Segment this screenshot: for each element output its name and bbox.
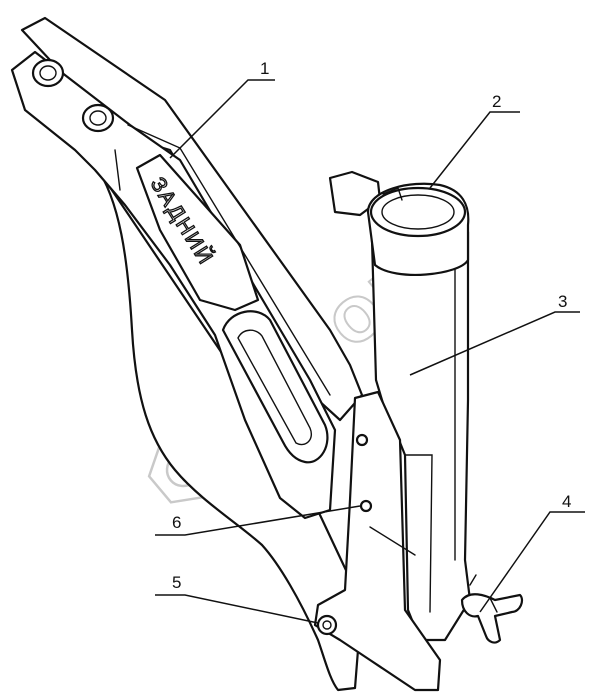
callout-3: 3 [558,292,567,311]
callout-1: 1 [260,59,269,78]
collar [328,170,470,276]
lower-plate [313,390,442,692]
callout-6: 6 [172,513,181,532]
callout-5: 5 [172,573,181,592]
leader-5 [155,594,319,624]
callouts: 1 2 3 4 5 6 [172,59,571,592]
bracket-arm [10,16,364,692]
spring-clip [460,574,524,644]
leader-lines [155,79,585,624]
leader-4 [479,511,585,613]
leader-3 [409,311,580,376]
leader-2 [429,111,520,189]
leader-1 [169,79,275,159]
leader-6 [155,505,361,536]
callout-4: 4 [562,492,571,511]
callout-2: 2 [492,92,501,111]
